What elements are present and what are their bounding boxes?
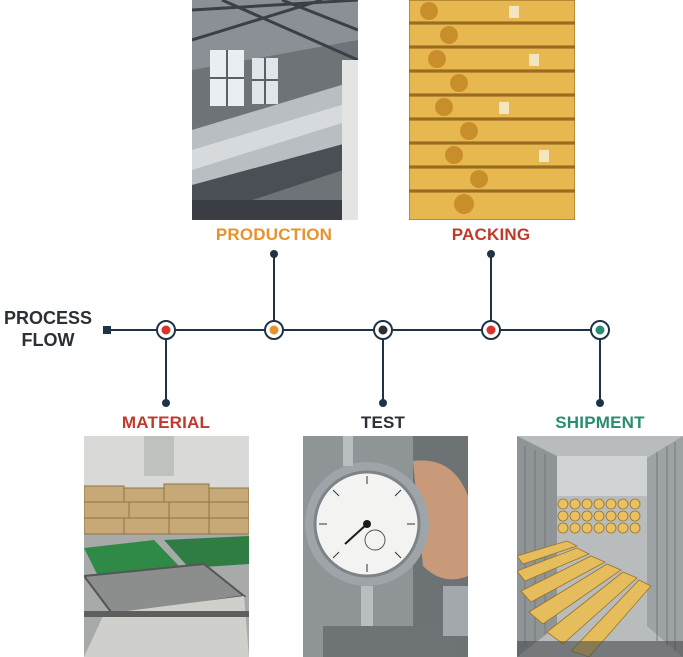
title-line-1: PROCESS xyxy=(3,308,93,328)
step-label-production: PRODUCTION xyxy=(215,225,333,244)
step-label-shipment: SHIPMENT xyxy=(555,413,645,432)
step-label-test: TEST xyxy=(360,413,406,432)
node-test xyxy=(373,320,393,340)
connector-dot-shipment xyxy=(596,399,604,407)
node-material xyxy=(156,320,176,340)
connector-dot-material xyxy=(162,399,170,407)
step-label-material: MATERIAL xyxy=(121,413,211,432)
connector-dot-packing xyxy=(487,250,495,258)
material-bags-and-bins-photo xyxy=(84,436,249,657)
thickness-dial-gauge-photo xyxy=(303,436,468,657)
factory-production-line-photo xyxy=(192,0,358,220)
node-packing xyxy=(481,320,501,340)
connector-dot-production xyxy=(270,250,278,258)
node-shipment xyxy=(590,320,610,340)
step-label-packing: PACKING xyxy=(451,225,531,244)
flow-start-marker xyxy=(103,326,111,334)
stacked-rolls-photo xyxy=(409,0,575,220)
process-flow-title: PROCESS FLOW xyxy=(0,307,96,351)
node-production xyxy=(264,320,284,340)
container-loading-photo xyxy=(517,436,683,657)
connector-dot-test xyxy=(379,399,387,407)
title-line-2: FLOW xyxy=(21,330,75,350)
